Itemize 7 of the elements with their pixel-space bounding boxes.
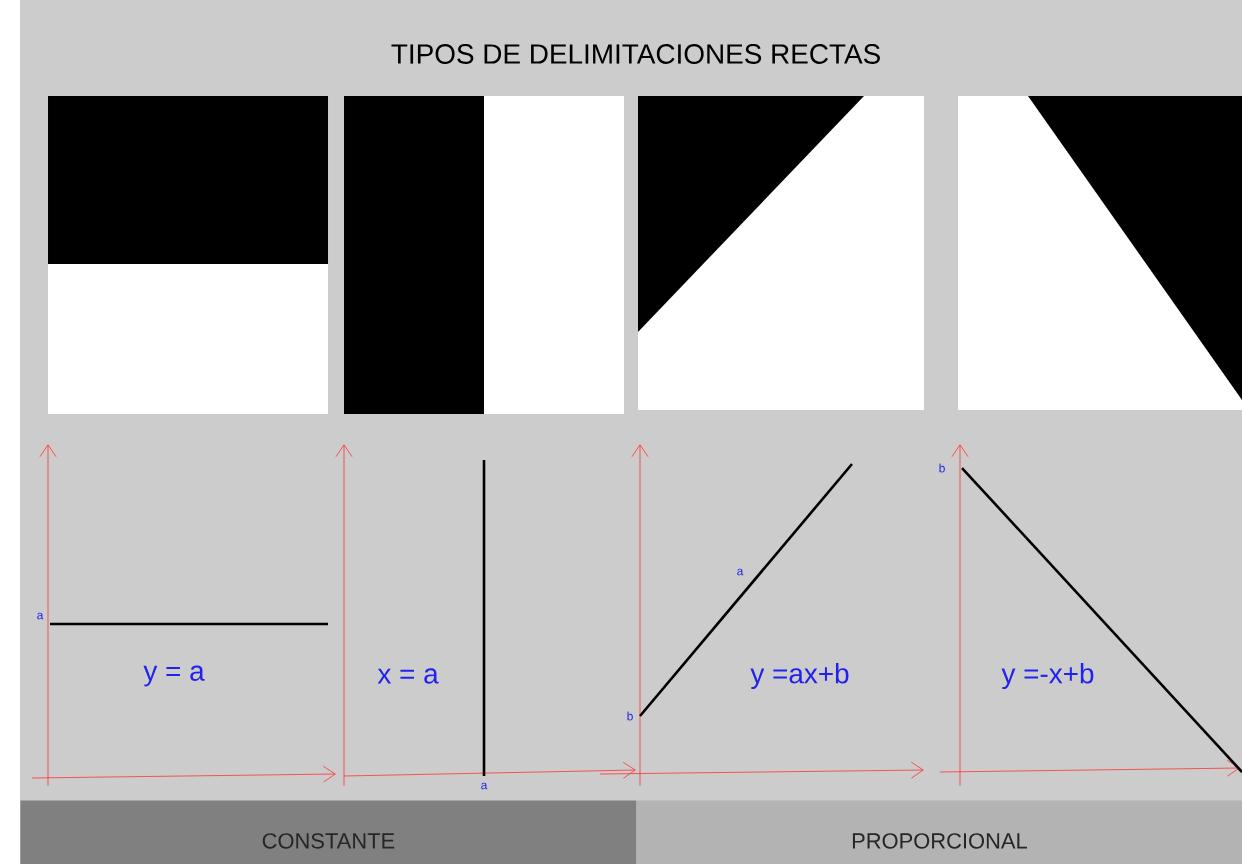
equation-label: y =ax+b	[750, 663, 849, 689]
category-band: CONSTANTE	[20, 800, 637, 864]
equation-label: x = a	[377, 668, 439, 684]
equation-label: y = a	[143, 665, 205, 687]
equation-label: y =-x+b	[1001, 663, 1094, 689]
title: TIPOS DE DELIMITACIONES RECTAS	[391, 44, 880, 64]
category-band: PROPORCIONAL	[636, 800, 1242, 864]
